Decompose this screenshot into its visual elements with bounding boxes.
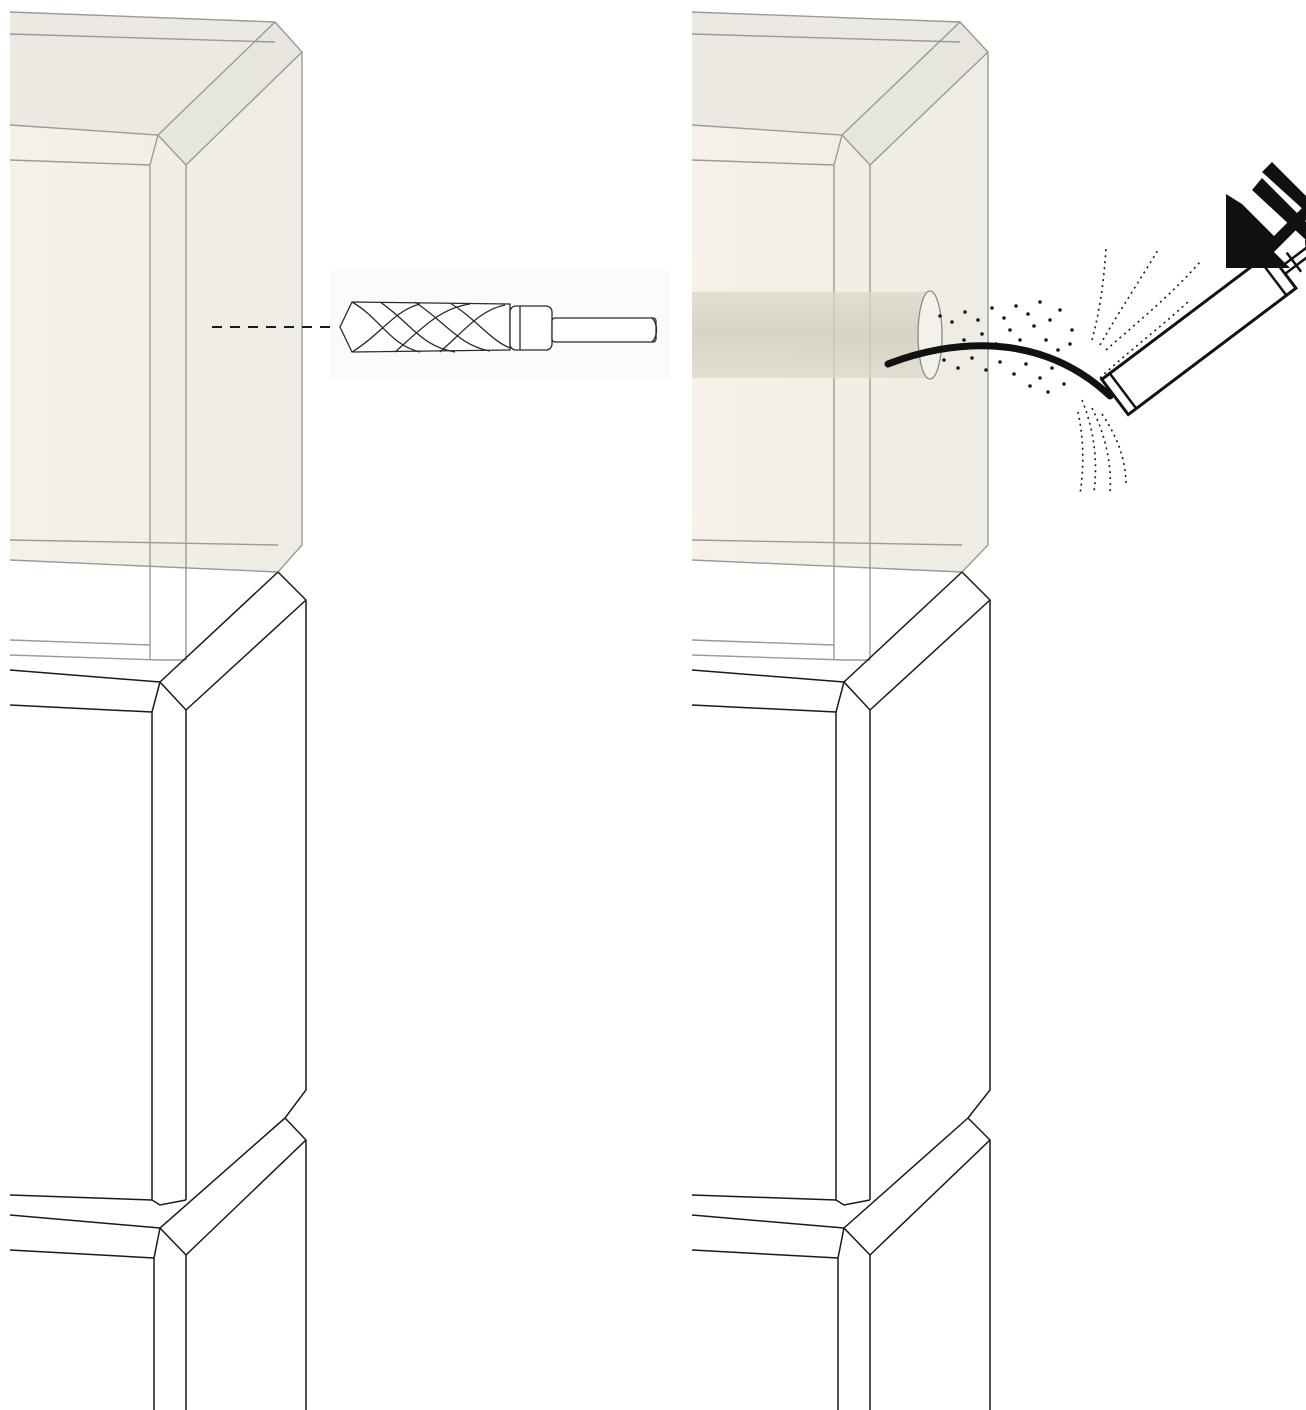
inject-step-panel: [680, 0, 1306, 1410]
lower-blocks-outline: [10, 572, 306, 1410]
translucent-top-block: [10, 12, 302, 660]
drill-step-panel: [0, 0, 680, 1410]
lower-blocks-outline-right: [692, 572, 990, 1410]
drilled-bore-hole: [692, 291, 942, 379]
arrow-down-left-icon: [1226, 162, 1306, 268]
drill-step-illustration: [0, 0, 680, 1410]
inject-step-illustration: [680, 0, 1306, 1410]
drill-bit-icon: [330, 270, 670, 380]
